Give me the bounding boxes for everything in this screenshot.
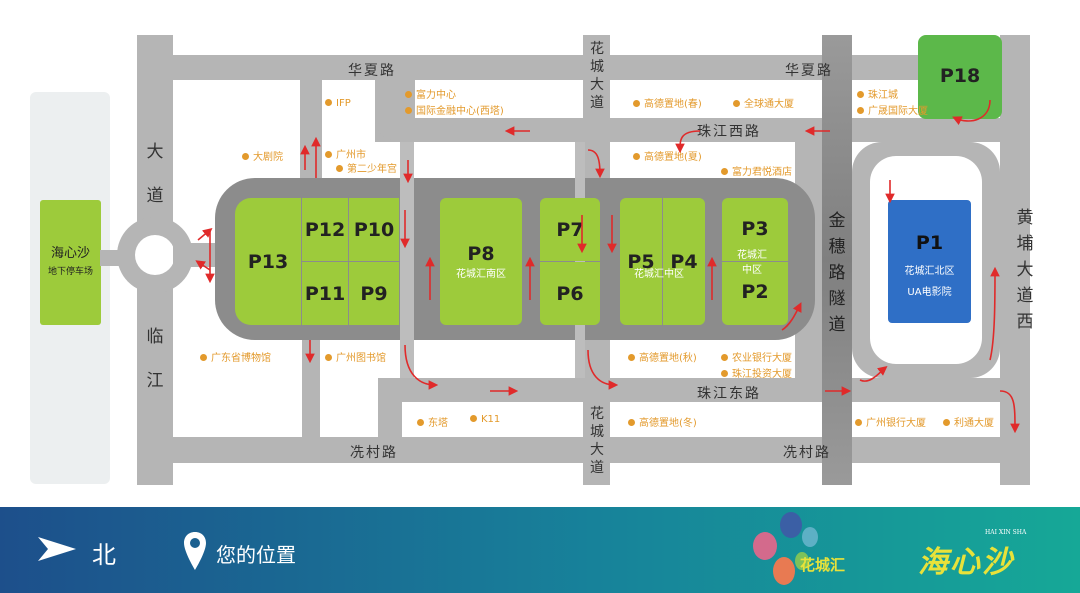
- legend-bar: 北 您的位置 花城汇 HAI XIN SHA 海心沙: [0, 507, 1080, 593]
- poi: K11: [470, 414, 500, 425]
- poi: 大剧院: [242, 148, 283, 163]
- lot-p13[interactable]: P13: [235, 198, 301, 325]
- lot-p6[interactable]: P6: [540, 262, 600, 325]
- zone-middle-label: 花城汇中区: [634, 269, 684, 280]
- poi: IFP: [325, 98, 351, 109]
- lot-p11[interactable]: P11: [302, 262, 348, 325]
- lot-p9[interactable]: P9: [349, 262, 399, 325]
- lot-label: P11: [304, 282, 346, 305]
- lot-label: P6: [556, 282, 584, 305]
- lot-label: P8: [467, 243, 495, 265]
- lot-p1[interactable]: P1 花城汇北区 UA电影院: [888, 200, 971, 323]
- lot-label: P7: [556, 218, 584, 241]
- road-label-huaxia-e: 华夏路: [785, 63, 833, 79]
- road-to-haixinsha: [100, 250, 120, 266]
- poi: 富力中心: [405, 86, 456, 101]
- lot-label: P4: [670, 250, 698, 273]
- poi: 广州图书馆: [325, 349, 386, 364]
- poi: 珠江投资大厦: [721, 365, 792, 380]
- road-label-huaxia-w: 华夏路: [348, 63, 396, 79]
- road-connector-sw: [378, 378, 402, 438]
- lot-label: P1: [915, 232, 944, 254]
- haixinsha-en: HAI XIN SHA: [985, 529, 1027, 536]
- road-label-linjiang-top: 大道: [146, 142, 164, 206]
- poi: 利通大厦: [943, 414, 994, 429]
- poi: 高德置地(冬): [628, 414, 697, 429]
- road-label-zhujiang-west: 珠江西路: [697, 124, 761, 140]
- poi: 农业银行大厦: [721, 349, 792, 364]
- lot-label: P5: [627, 250, 655, 273]
- haixinsha-parking[interactable]: 海心沙 地下停车场: [40, 200, 101, 325]
- road-label-xiancun-w: 冼村路: [350, 445, 398, 461]
- poi: 广晟国际大厦: [857, 102, 928, 117]
- location-pin-icon: [184, 532, 206, 570]
- block-road-1: [400, 142, 414, 378]
- roundabout-center: [135, 235, 175, 275]
- lot-p4[interactable]: P4: [663, 198, 705, 325]
- lot-p12[interactable]: P12: [302, 198, 348, 261]
- zone-middle2-label: 花城汇 中区: [737, 250, 767, 276]
- lot-p5[interactable]: P5: [620, 198, 662, 325]
- poi: 广东省博物馆: [200, 349, 271, 364]
- lot-label: P2: [741, 281, 769, 303]
- lot-label: P13: [247, 250, 289, 273]
- north-label: 北: [92, 541, 116, 569]
- lot-label: P3: [741, 218, 769, 240]
- lot-p7[interactable]: P7: [540, 198, 600, 261]
- lot-p10[interactable]: P10: [349, 198, 399, 261]
- road-zhujiang-west: [375, 118, 1000, 142]
- haixinsha-logo-text: 海心沙: [918, 545, 1014, 580]
- road-label-huangpu: 黄埔大道西: [1016, 208, 1034, 332]
- lot-p2[interactable]: P2: [722, 262, 788, 325]
- road-label-zhujiang-east: 珠江东路: [697, 386, 761, 402]
- location-label: 您的位置: [216, 543, 296, 567]
- north-arrow-icon: [38, 537, 76, 561]
- haixinsha-sub: 地下停车场: [47, 267, 93, 277]
- lot-p18[interactable]: P18: [918, 35, 1002, 119]
- road-label-linjiang-bottom: 临江: [146, 327, 164, 391]
- road-label-huacheng-top: 花城大道: [590, 41, 604, 111]
- poi: 珠江城: [857, 86, 898, 101]
- lot-p8[interactable]: P8 花城汇南区: [440, 198, 522, 325]
- lot-label: P12: [304, 218, 346, 241]
- poi: 高德置地(春): [633, 95, 702, 110]
- poi: 国际金融中心(西塔): [405, 102, 504, 117]
- lot-label: P10: [353, 218, 395, 241]
- poi: 广州市: [325, 146, 366, 161]
- zone-north-label: 花城汇北区: [904, 266, 955, 277]
- lot-label: P9: [360, 282, 388, 305]
- poi: 东塔: [417, 414, 448, 429]
- lot-label: P18: [939, 65, 981, 87]
- poi-continued: 第二少年宫: [336, 160, 397, 175]
- poi: 广州银行大厦: [855, 414, 926, 429]
- road-label-huacheng-bottom: 花城大道: [590, 406, 604, 476]
- jinsui-tunnel: [822, 35, 852, 485]
- road-connector-w: [300, 80, 322, 180]
- zone-south-label: 花城汇南区: [456, 269, 506, 280]
- huachenghui-logo: 花城汇: [750, 512, 850, 587]
- haixinsha-name: 海心沙: [50, 246, 90, 261]
- poi: 富力君悦酒店: [721, 163, 792, 178]
- road-zhujiang-east: [378, 378, 1000, 402]
- poi: 高德置地(秋): [628, 349, 697, 364]
- road-connector-s: [302, 335, 320, 440]
- huachenghui-text: 花城汇: [800, 556, 846, 574]
- road-label-xiancun-e: 冼村路: [783, 445, 831, 461]
- road-label-jinsui: 金穗路隧道: [828, 211, 846, 335]
- lot-p3[interactable]: P3: [722, 198, 788, 261]
- poi: 高德置地(夏): [633, 148, 702, 163]
- zone-north-sub: UA电影院: [907, 287, 952, 298]
- poi: 全球通大厦: [733, 95, 794, 110]
